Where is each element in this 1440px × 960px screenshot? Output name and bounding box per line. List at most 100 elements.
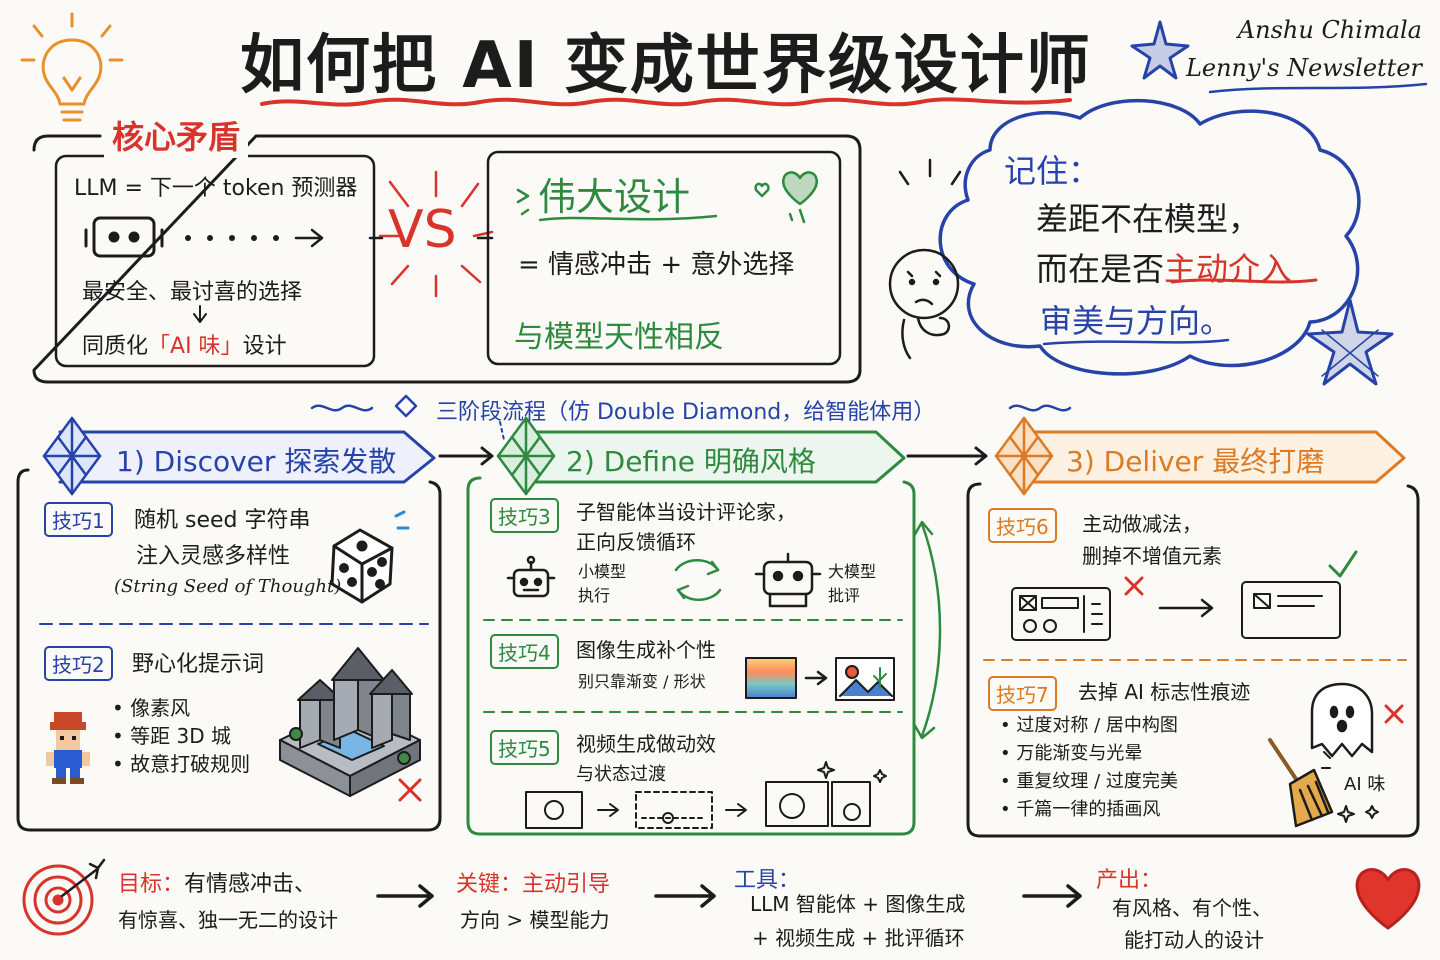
great-design-formula: = 情感冲击 + 意外选择	[518, 250, 795, 280]
tip-7-bullet: 过度对称 / 居中构图	[1000, 712, 1178, 740]
tip-1-line-3: (String Seed of Thought)	[114, 576, 342, 597]
tip-6-line-1: 主动做减法，	[1082, 512, 1202, 536]
output-label: 产出：	[1096, 868, 1163, 893]
tip-4-sub: 别只靠渐变 / 形状	[578, 672, 706, 691]
reject-icon	[1384, 704, 1404, 724]
core-box	[32, 134, 862, 384]
tip-2-title: 野心化提示词	[132, 652, 265, 677]
process-title: 三阶段流程（仿 Double Diamond，给智能体用）	[436, 400, 936, 425]
large-robot-icon	[754, 552, 822, 608]
stage-1-label: 1) Discover 探索发散	[116, 445, 397, 478]
stage2-banner	[528, 430, 906, 484]
tip-6-line-2: 删掉不增值元素	[1082, 544, 1222, 568]
robot-icon	[84, 216, 164, 258]
cycle-icon	[674, 559, 722, 601]
diamond-icon-orange	[994, 416, 1054, 496]
tip-7-title: 去掉 AI 标志性痕迹	[1078, 680, 1251, 704]
llm-result: 同质化「AI 味」设计	[82, 334, 287, 359]
lightbulb-icon	[20, 12, 124, 122]
ai-taste-tag: AI 味	[1344, 774, 1386, 795]
tools-line-1: LLM 智能体 + 图像生成	[750, 892, 966, 916]
remember-label: 记住：	[1004, 152, 1101, 190]
great-design-heading: 伟大设计	[538, 175, 691, 219]
gradient-image-icon	[745, 657, 797, 699]
author-underline	[1208, 82, 1428, 94]
tools-line-2: + 视频生成 + 批评循环	[752, 926, 965, 950]
tip-3-line-1: 子智能体当设计评论家，	[576, 500, 796, 524]
pixel-character-icon	[46, 712, 90, 784]
vs-label: VS	[388, 200, 457, 260]
dice-icon	[330, 510, 410, 604]
tip-1-badge: 技巧1	[44, 502, 113, 537]
tip-2-bullets: 像素风 等距 3D 城 故意打破规则	[112, 694, 250, 778]
author-publication: Lenny's Newsletter	[1185, 54, 1422, 82]
great-design-opposite: 与模型天性相反	[514, 320, 724, 355]
tip-5-line-1: 视频生成做动效	[576, 732, 716, 756]
great-design-box	[486, 150, 842, 366]
tip-7-bullets: 过度对称 / 居中构图 万能渐变与光晕 重复纹理 / 过度完美 千篇一律的插画风	[1000, 712, 1178, 824]
llm-safe-choice: 最安全、最讨喜的选择	[82, 280, 303, 305]
reject-icon	[398, 778, 422, 802]
tip-4-title: 图像生成补个性	[576, 638, 716, 662]
thinking-person-icon	[888, 158, 962, 360]
small-model-label: 小模型 执行	[578, 562, 627, 605]
star-icon	[1130, 20, 1190, 80]
llm-formula: LLM = 下一个 token 预测器	[74, 176, 358, 201]
output-line-2: 能打动人的设计	[1124, 928, 1264, 952]
remember-line-2: 而在是否主动介入	[1036, 250, 1293, 288]
key-line-2: 方向 > 模型能力	[460, 908, 610, 932]
footer-arrow-2	[654, 884, 716, 908]
page-title: 如何把 AI 变成世界级设计师	[240, 29, 1092, 103]
tip-1-line-1: 随机 seed 字符串	[134, 508, 311, 533]
video-frames-icon	[525, 761, 887, 829]
heart-icon	[1355, 868, 1421, 930]
tip-2-bullet: 等距 3D 城	[112, 722, 250, 750]
dotted-arrow	[185, 235, 279, 241]
tip-6-badge: 技巧6	[988, 508, 1057, 543]
tip-2-bullet: 故意打破规则	[112, 750, 250, 778]
diamond-icon-green	[496, 416, 556, 496]
stage-3-label: 3) Deliver 最终打磨	[1066, 445, 1325, 478]
approve-icon	[1328, 550, 1358, 578]
tip-4-badge: 技巧4	[490, 634, 559, 669]
key-line-1: 关键：主动引导	[456, 872, 611, 897]
large-model-label: 大模型 批评	[828, 562, 877, 605]
diamond-icon-blue	[42, 416, 102, 496]
ghost-icon	[1310, 682, 1374, 758]
output-line-1: 有风格、有个性、	[1112, 896, 1272, 920]
landscape-image-icon	[835, 657, 895, 701]
down-arrow	[193, 305, 207, 323]
process-wave-right	[1008, 404, 1072, 412]
process-wave-left	[310, 404, 374, 412]
tip-2-badge: 技巧2	[44, 646, 113, 681]
tip-7-bullet: 万能渐变与光晕	[1000, 740, 1178, 768]
tip-3-badge: 技巧3	[490, 498, 559, 533]
remember-line-1: 差距不在模型，	[1036, 200, 1261, 238]
clean-ui-icon	[1241, 581, 1341, 639]
tip-7-bullet: 千篇一律的插画风	[1000, 796, 1178, 824]
broom-icon	[1268, 738, 1334, 828]
cluttered-ui-icon	[1011, 587, 1111, 641]
stage3-banner	[1028, 430, 1406, 484]
isometric-castle-icon	[279, 647, 421, 797]
core-label: 核心矛盾	[104, 112, 249, 158]
target-icon	[22, 864, 94, 936]
author-name: Anshu Chimala	[1237, 16, 1422, 44]
tip-2-bullet: 像素风	[112, 694, 250, 722]
stage1-banner	[58, 430, 436, 484]
tip-1-line-2: 注入灵感多样性	[136, 544, 291, 569]
stage2-box	[466, 476, 916, 836]
tip-5-badge: 技巧5	[490, 730, 559, 765]
big-star-icon	[1306, 298, 1394, 386]
tools-label: 工具：	[734, 868, 801, 893]
remember-line-3: 审美与方向。	[1040, 302, 1233, 340]
tip-5-line-2: 与状态过渡	[576, 764, 666, 785]
title-underline	[260, 97, 1072, 107]
tip-3-line-2: 正向反馈循环	[576, 530, 696, 554]
heart-icon	[754, 171, 818, 224]
tip-7-badge: 技巧7	[988, 676, 1057, 711]
tip-7-bullet: 重复纹理 / 过度完美	[1000, 768, 1178, 796]
stage-2-label: 2) Define 明确风格	[566, 445, 816, 478]
stage3-box	[966, 482, 1420, 838]
